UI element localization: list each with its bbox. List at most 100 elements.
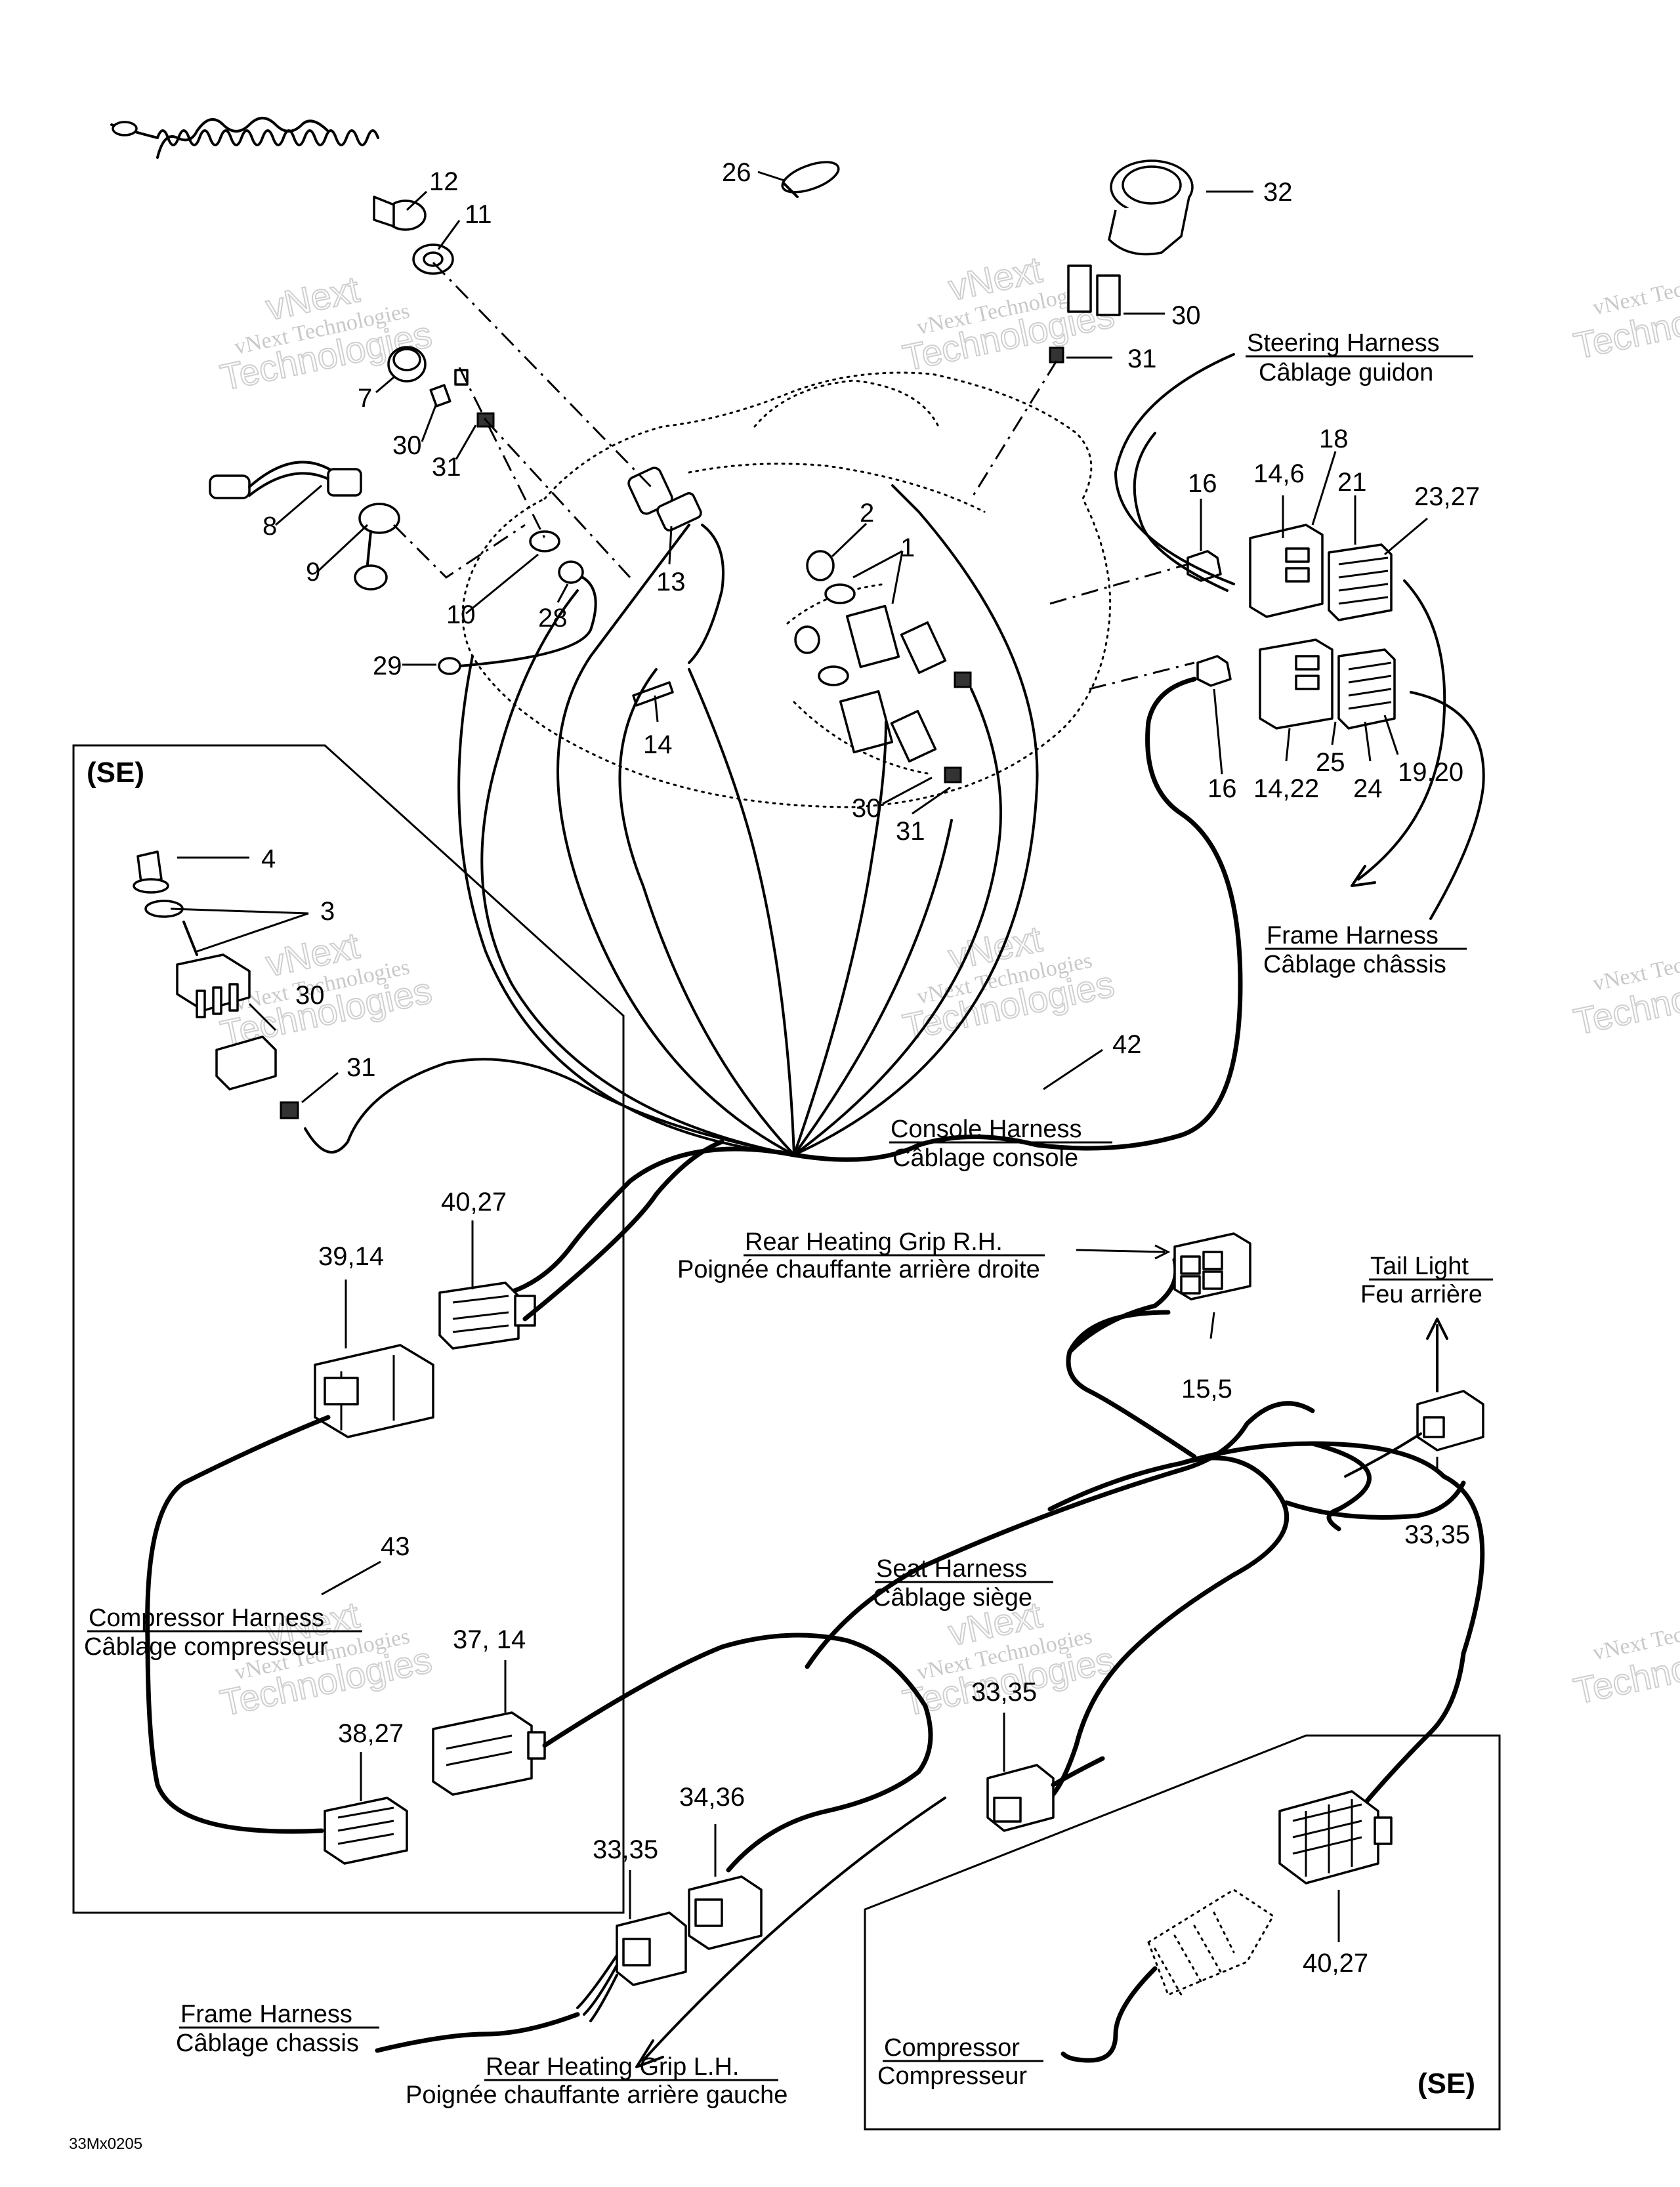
frame-harness-wire <box>1410 691 1485 920</box>
label-frame-bottom-fr: Câblage chassis <box>176 2030 359 2057</box>
toggle-switch-3 <box>176 921 251 1018</box>
label-console-en: Console Harness <box>891 1115 1082 1143</box>
label-compressor-harness-en: Compressor Harness <box>89 1604 324 1632</box>
tether-nut <box>412 243 454 275</box>
callout-38-27: 38,27 <box>338 1719 404 1748</box>
tail-light-arrow <box>1426 1318 1448 1392</box>
callout-14-6: 14,6 <box>1253 459 1305 488</box>
callout-18: 18 <box>1319 425 1349 453</box>
callout-30-left: 30 <box>392 431 422 460</box>
callout-2: 2 <box>860 499 874 528</box>
assembly-line <box>432 261 654 490</box>
connector-block-lower <box>1259 638 1396 730</box>
callout-30-se: 30 <box>295 981 325 1010</box>
label-frame-top-en: Frame Harness <box>1267 922 1438 949</box>
label-rear-grip-lh-fr: Poignée chauffante arrière gauche <box>406 2081 788 2109</box>
callout-32: 32 <box>1263 178 1293 207</box>
callout-26: 26 <box>722 158 751 187</box>
label-frame-bottom-en: Frame Harness <box>180 2001 352 2028</box>
frame-harness-arrow <box>1351 579 1446 887</box>
rear-grip-rh-arrow <box>1076 1244 1171 1260</box>
se-label-right: (SE) <box>1418 2068 1475 2100</box>
callout-14-22: 14,22 <box>1253 774 1319 803</box>
callout-4: 4 <box>261 844 276 873</box>
connector-40-27-lower <box>1278 1790 1393 1885</box>
callout-31-top: 31 <box>1127 344 1157 373</box>
callout-34-36: 34,36 <box>679 1783 745 1812</box>
connector-39-14 <box>314 1344 434 1438</box>
callout-1: 1 <box>900 533 915 562</box>
clip-30-top <box>1096 274 1121 316</box>
callout-7: 7 <box>358 384 372 413</box>
ring-terminal-29 <box>438 657 461 675</box>
compressor-harness-wire <box>145 1415 331 1834</box>
connector-block-upper <box>1249 524 1393 621</box>
callout-9: 9 <box>306 558 320 587</box>
callout-16-upper: 16 <box>1188 469 1217 498</box>
callout-31-console: 31 <box>896 817 925 846</box>
label-rear-grip-rh-en: Rear Heating Grip R.H. <box>745 1228 1003 1256</box>
terminal-16-lower <box>1196 655 1232 687</box>
se-box-right <box>864 1734 1501 2131</box>
assembly-line <box>458 367 546 539</box>
diagram-code: 33Mx0205 <box>69 2135 142 2153</box>
steering-harness-arrow <box>1114 353 1235 585</box>
connector-33-35-lower <box>576 1911 687 2022</box>
assembly-line <box>392 524 526 579</box>
power-outlet-32 <box>1108 159 1194 256</box>
callout-43: 43 <box>381 1532 410 1561</box>
lamp-28 <box>458 560 597 667</box>
tether-switch-13 <box>627 467 724 664</box>
callout-10: 10 <box>446 600 476 629</box>
callout-30-top: 30 <box>1171 301 1201 330</box>
label-steering-fr: Câblage guidon <box>1259 359 1433 386</box>
se-label-left: (SE) <box>87 757 144 789</box>
clip-30-top <box>1067 264 1092 313</box>
steering-harness-wire <box>1133 432 1228 592</box>
callout-19-20: 19,20 <box>1398 758 1463 787</box>
console-switches <box>794 550 972 783</box>
callout-24: 24 <box>1353 774 1383 803</box>
cable-tie-26 <box>781 161 840 198</box>
callout-31-se: 31 <box>346 1053 376 1082</box>
knob-7 <box>387 346 427 383</box>
assembly-line <box>1049 563 1188 605</box>
label-seat-en: Seat Harness <box>876 1555 1027 1583</box>
terminal-16-upper <box>1186 550 1222 582</box>
label-compressor-fr: Compresseur <box>877 2062 1027 2090</box>
callout-13: 13 <box>656 568 686 596</box>
label-tail-light-en: Tail Light <box>1370 1253 1469 1280</box>
callout-8: 8 <box>262 512 277 541</box>
rear-grip-rh-connector <box>1173 1232 1251 1301</box>
connector-38-27 <box>324 1797 408 1865</box>
se-box-left <box>72 744 625 1914</box>
rear-grip-lh-arrow <box>635 1797 946 2068</box>
tail-light-connector <box>1344 1390 1484 1478</box>
seat-harness <box>805 1257 1485 1814</box>
seat-harness-wire-left <box>542 1633 933 1873</box>
callout-16-lower: 16 <box>1208 774 1237 803</box>
connector-34-36 <box>688 1875 763 1950</box>
connector-33-35-middle <box>986 1756 1105 1832</box>
connector-8 <box>209 461 362 499</box>
callout-33-35-middle: 33,35 <box>971 1678 1037 1707</box>
callout-numbers: 12 11 26 32 30 31 7 30 31 8 9 10 13 28 2… <box>261 158 1480 1978</box>
callout-29: 29 <box>373 652 402 680</box>
label-compressor-harness-fr: Câblage compresseur <box>84 1633 328 1661</box>
callout-3: 3 <box>320 897 335 926</box>
connector-37-14 <box>432 1711 546 1796</box>
watermark-group: vNext vNext Technologies Technologies vN… <box>216 248 1680 1724</box>
tether-cord <box>110 117 379 159</box>
callout-39-14: 39,14 <box>318 1242 384 1271</box>
callout-31-left: 31 <box>432 453 461 482</box>
callout-33-35-lower: 33,35 <box>593 1835 658 1864</box>
connector-40-27-upper <box>438 1281 536 1350</box>
connector-30-se <box>215 1035 277 1091</box>
assembly-line <box>970 360 1058 499</box>
label-frame-top-fr: Câblage châssis <box>1263 951 1446 978</box>
label-tail-light-fr: Feu arrière <box>1360 1281 1482 1308</box>
label-steering-en: Steering Harness <box>1247 329 1440 357</box>
callout-28: 28 <box>538 604 568 633</box>
leader-lines <box>170 171 1438 1942</box>
